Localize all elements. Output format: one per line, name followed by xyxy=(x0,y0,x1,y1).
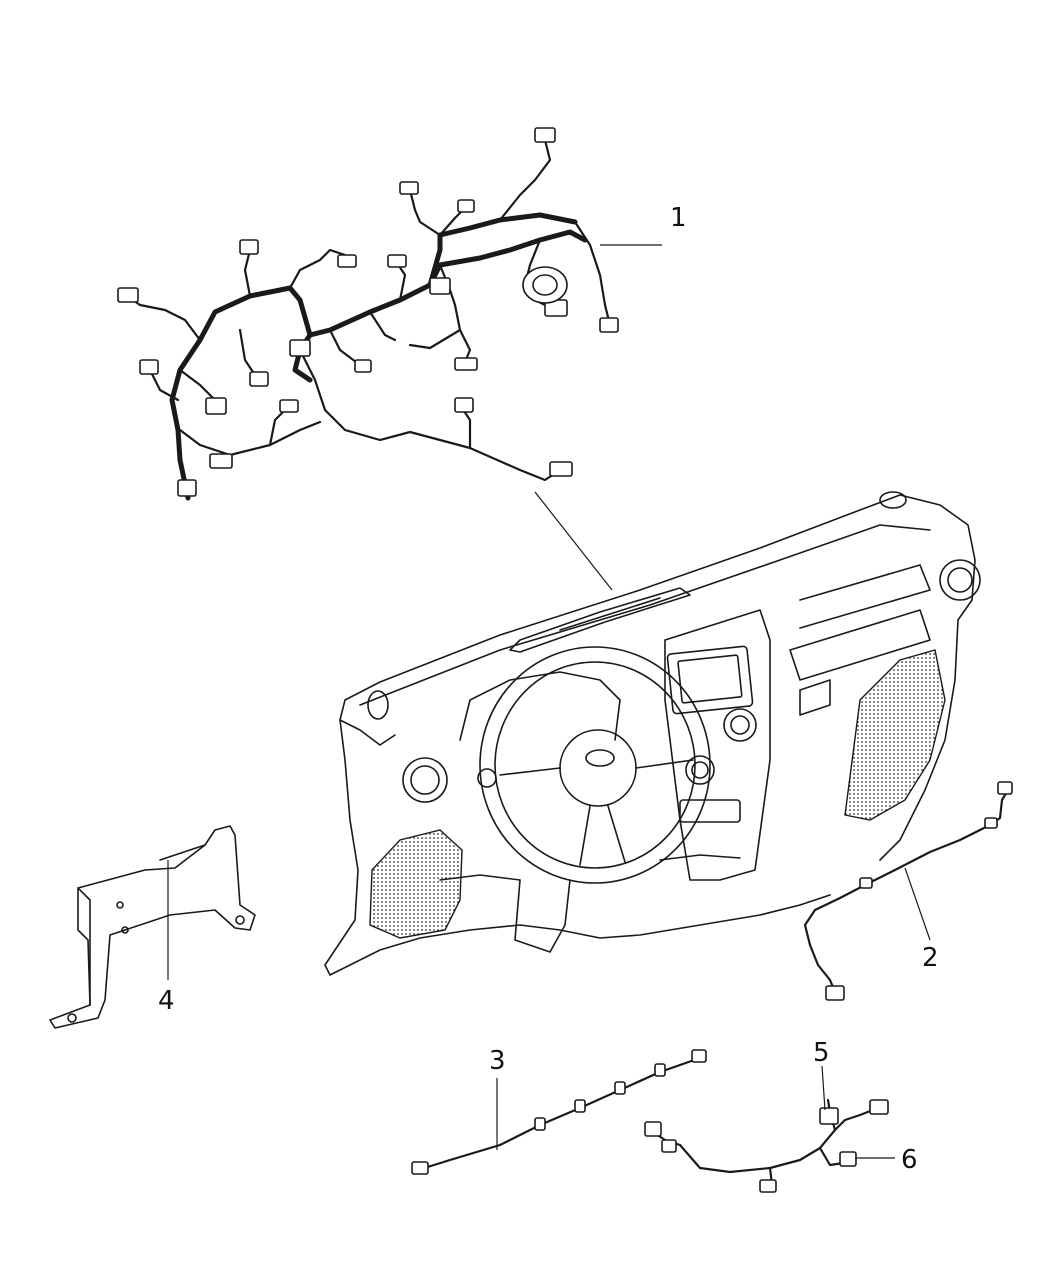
mounting-bracket-part-4 xyxy=(49,825,256,1029)
callout-6: 6 xyxy=(901,1145,918,1175)
callout-3: 3 xyxy=(489,1046,506,1076)
callout-1: 1 xyxy=(670,203,687,233)
callout-2: 2 xyxy=(922,943,939,973)
harness-part-5-6 xyxy=(644,1065,895,1193)
harness-attach-line xyxy=(534,491,613,591)
callout-4: 4 xyxy=(158,986,175,1016)
instrument-panel xyxy=(324,491,981,976)
callout-5: 5 xyxy=(813,1038,830,1068)
harness-part-3 xyxy=(411,1049,707,1175)
harness-part-2 xyxy=(803,781,1013,1001)
main-wiring-harness xyxy=(117,127,619,501)
